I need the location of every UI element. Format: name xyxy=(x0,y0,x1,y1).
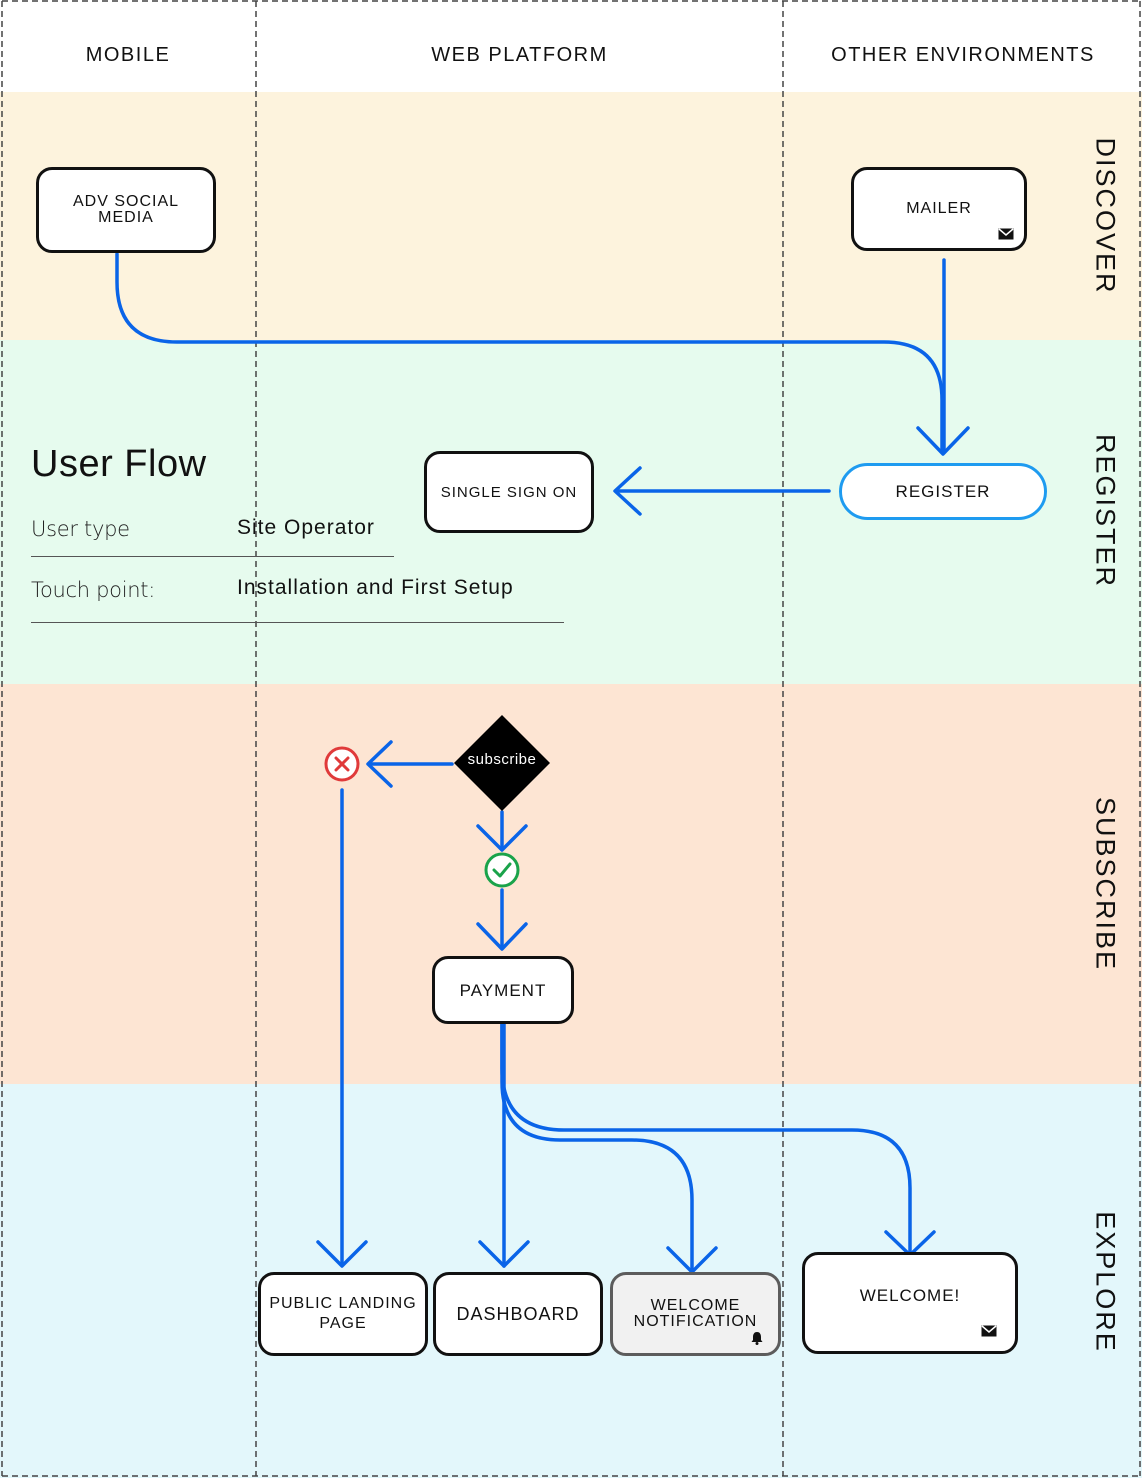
user-type-divider xyxy=(31,556,394,557)
node-welcome[interactable]: WELCOME! xyxy=(802,1252,1018,1354)
arrowhead-register xyxy=(916,426,970,456)
touch-point-label: Touch point: xyxy=(31,578,155,602)
x-circle-icon xyxy=(324,746,360,782)
column-header-other-environments: OTHER ENVIRONMENTS xyxy=(831,44,1095,66)
bell-icon xyxy=(751,1332,763,1345)
node-adv-social-media-label: ADV SOCIAL MEDIA xyxy=(72,193,180,226)
node-single-sign-on-label: SINGLE SIGN ON xyxy=(440,483,578,501)
node-public-landing-page-label: PUBLIC LANDING PAGE xyxy=(269,1295,417,1332)
node-welcome-notification[interactable]: WELCOME NOTIFICATION xyxy=(610,1272,781,1356)
edge-payment-to-notification xyxy=(500,1022,694,1272)
touch-point-divider xyxy=(31,622,564,623)
node-payment[interactable]: PAYMENT xyxy=(432,956,574,1024)
arrowhead-landing xyxy=(316,1240,368,1268)
node-welcome-label: WELCOME! xyxy=(859,1285,961,1305)
decision-subscribe xyxy=(454,715,550,811)
node-single-sign-on[interactable]: SINGLE SIGN ON xyxy=(424,451,594,533)
edge-payment-to-welcome xyxy=(500,1022,912,1254)
arrowhead-accept xyxy=(476,824,528,852)
envelope-icon xyxy=(998,228,1014,240)
arrowhead-sso xyxy=(613,466,642,516)
diagram-title: User Flow xyxy=(31,443,207,485)
user-type-label: User type xyxy=(31,517,130,541)
touch-point-value: Installation and First Setup xyxy=(237,576,514,599)
check-circle-icon xyxy=(484,852,520,888)
node-register[interactable]: REGISTER xyxy=(839,463,1047,520)
arrowhead-payment xyxy=(476,922,528,951)
decision-subscribe-label: subscribe xyxy=(467,751,537,768)
node-mailer-label: MAILER xyxy=(906,200,972,217)
column-header-web-platform: WEB PLATFORM xyxy=(431,44,608,66)
envelope-icon xyxy=(981,1325,997,1337)
column-header-mobile: MOBILE xyxy=(85,44,171,66)
node-adv-social-media[interactable]: ADV SOCIAL MEDIA xyxy=(36,167,216,253)
node-mailer[interactable]: MAILER xyxy=(851,167,1027,251)
edge-adv-to-register xyxy=(115,252,944,454)
arrowhead-reject xyxy=(366,740,393,788)
node-dashboard[interactable]: DASHBOARD xyxy=(433,1272,603,1356)
arrowhead-dashboard xyxy=(478,1240,530,1268)
user-type-value: Site Operator xyxy=(237,516,375,539)
node-dashboard-label: DASHBOARD xyxy=(456,1304,580,1324)
node-register-label: REGISTER xyxy=(895,482,991,501)
node-welcome-notification-label: WELCOME NOTIFICATION xyxy=(633,1297,758,1330)
lane-subscribe xyxy=(0,684,1142,1084)
node-public-landing-page[interactable]: PUBLIC LANDING PAGE xyxy=(258,1272,428,1356)
node-payment-label: PAYMENT xyxy=(459,980,547,1000)
